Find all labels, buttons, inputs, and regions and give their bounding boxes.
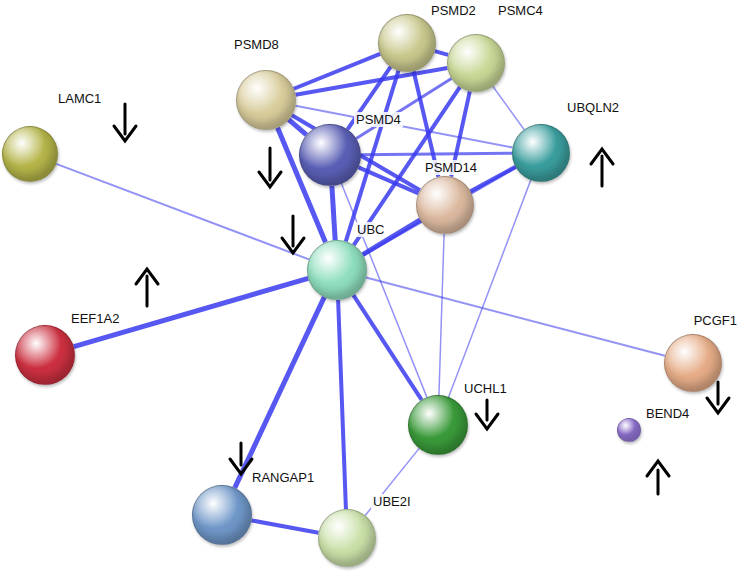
node-label: UBC <box>355 222 386 237</box>
protein-node <box>307 240 367 300</box>
node-label: PSMC4 <box>496 3 545 18</box>
interaction-edge <box>493 87 524 130</box>
node-label: PSMD14 <box>423 160 479 175</box>
protein-node <box>192 485 252 545</box>
node-label: BEND4 <box>644 406 691 421</box>
protein-node <box>299 124 361 186</box>
down-arrow <box>282 216 304 253</box>
interaction-edge <box>365 448 419 515</box>
protein-node <box>2 126 58 182</box>
protein-node <box>617 418 641 442</box>
protein-node <box>408 395 468 455</box>
node-label: UBE2I <box>371 494 413 509</box>
protein-node <box>15 325 75 385</box>
up-arrow <box>591 149 613 186</box>
protein-node <box>378 14 436 72</box>
interaction-edge <box>356 78 451 138</box>
down-arrow <box>476 400 498 429</box>
protein-node <box>512 124 570 182</box>
node-label: UCHL1 <box>462 381 509 396</box>
interaction-edge <box>439 234 444 395</box>
interaction-edge <box>435 51 448 55</box>
down-arrow <box>707 382 729 413</box>
interaction-edge <box>366 278 665 356</box>
interaction-edge <box>252 520 319 532</box>
protein-node <box>447 34 505 92</box>
interaction-edge <box>338 300 346 509</box>
interaction-edge <box>332 186 335 240</box>
node-label: PSMD4 <box>354 112 403 127</box>
protein-node <box>664 334 722 392</box>
protein-node <box>416 176 474 234</box>
protein-node <box>236 70 296 130</box>
up-arrow <box>136 269 158 306</box>
interaction-edge <box>363 167 516 255</box>
interaction-edge <box>353 295 421 400</box>
down-arrow <box>114 104 136 141</box>
interaction-edge <box>361 153 512 154</box>
interaction-edge <box>358 167 418 193</box>
node-label: PSMD8 <box>232 37 281 52</box>
protein-node <box>318 509 376 567</box>
node-label: PCGF1 <box>692 313 739 328</box>
node-label: PSMD2 <box>429 3 478 18</box>
node-label: UBQLN2 <box>565 100 621 115</box>
node-label: LAMC1 <box>56 91 103 106</box>
up-arrow <box>647 461 669 494</box>
down-arrow <box>230 443 252 474</box>
node-label: EEF1A2 <box>69 311 121 326</box>
interaction-edge <box>235 297 325 488</box>
node-label: RANGAP1 <box>250 470 316 485</box>
interaction-edge <box>296 68 448 95</box>
down-arrow <box>259 148 281 187</box>
